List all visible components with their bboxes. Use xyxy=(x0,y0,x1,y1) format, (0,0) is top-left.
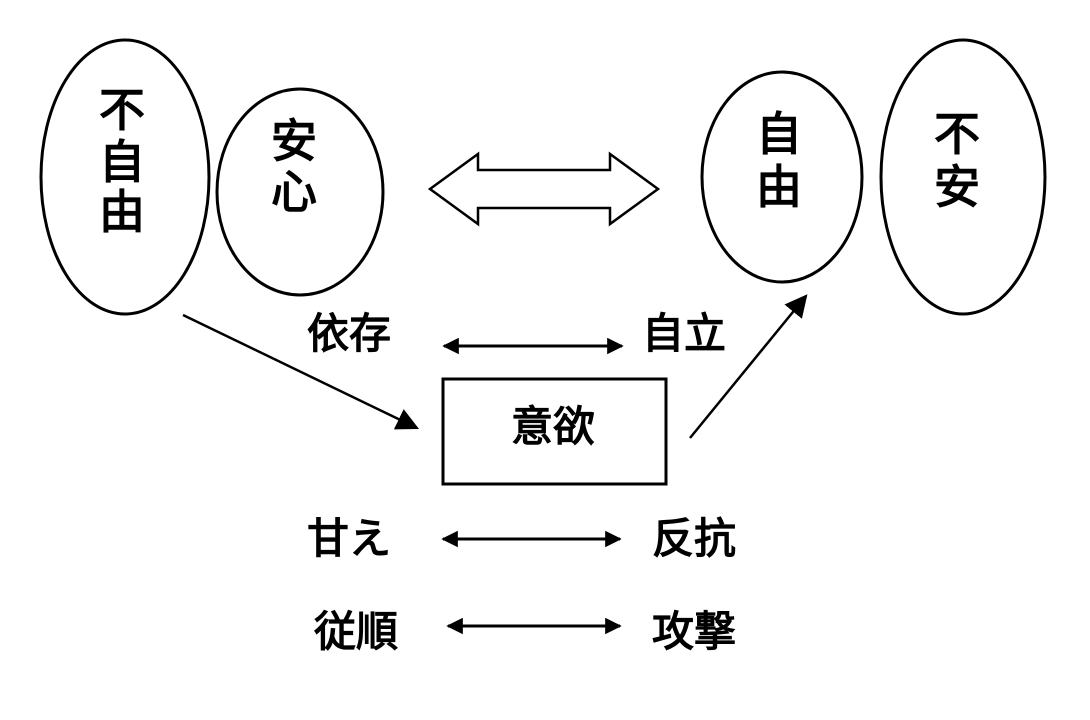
label-anxiety-2: 安 xyxy=(934,160,980,214)
oval-lack-of-freedom xyxy=(39,38,211,316)
label-anxiety-1: 不 xyxy=(934,107,980,161)
label-independence: 自立 xyxy=(642,309,726,358)
center-box xyxy=(441,377,668,486)
hollow-double-arrow xyxy=(427,151,661,227)
oval-anxiety xyxy=(879,38,1047,316)
oval-freedom xyxy=(700,70,864,284)
arrow-box-to-right xyxy=(689,294,808,439)
arrow-left-to-box xyxy=(182,313,420,430)
label-security-2: 心 xyxy=(271,165,317,219)
label-obedience: 従順 xyxy=(313,607,398,656)
label-lack-of-freedom-2: 自 xyxy=(99,135,145,189)
label-rebellion: 反抗 xyxy=(652,514,736,563)
label-freedom-2: 由 xyxy=(756,160,802,214)
label-attack: 攻撃 xyxy=(652,607,736,656)
label-lack-of-freedom-1: 不 xyxy=(99,83,145,137)
label-freedom-1: 自 xyxy=(756,107,802,161)
label-amae: 甘え xyxy=(307,514,391,563)
label-motivation: 意欲 xyxy=(511,402,595,451)
label-dependence: 依存 xyxy=(307,309,391,358)
label-lack-of-freedom-3: 由 xyxy=(99,185,145,239)
oval-security xyxy=(215,87,385,297)
label-security-1: 安 xyxy=(271,114,317,168)
